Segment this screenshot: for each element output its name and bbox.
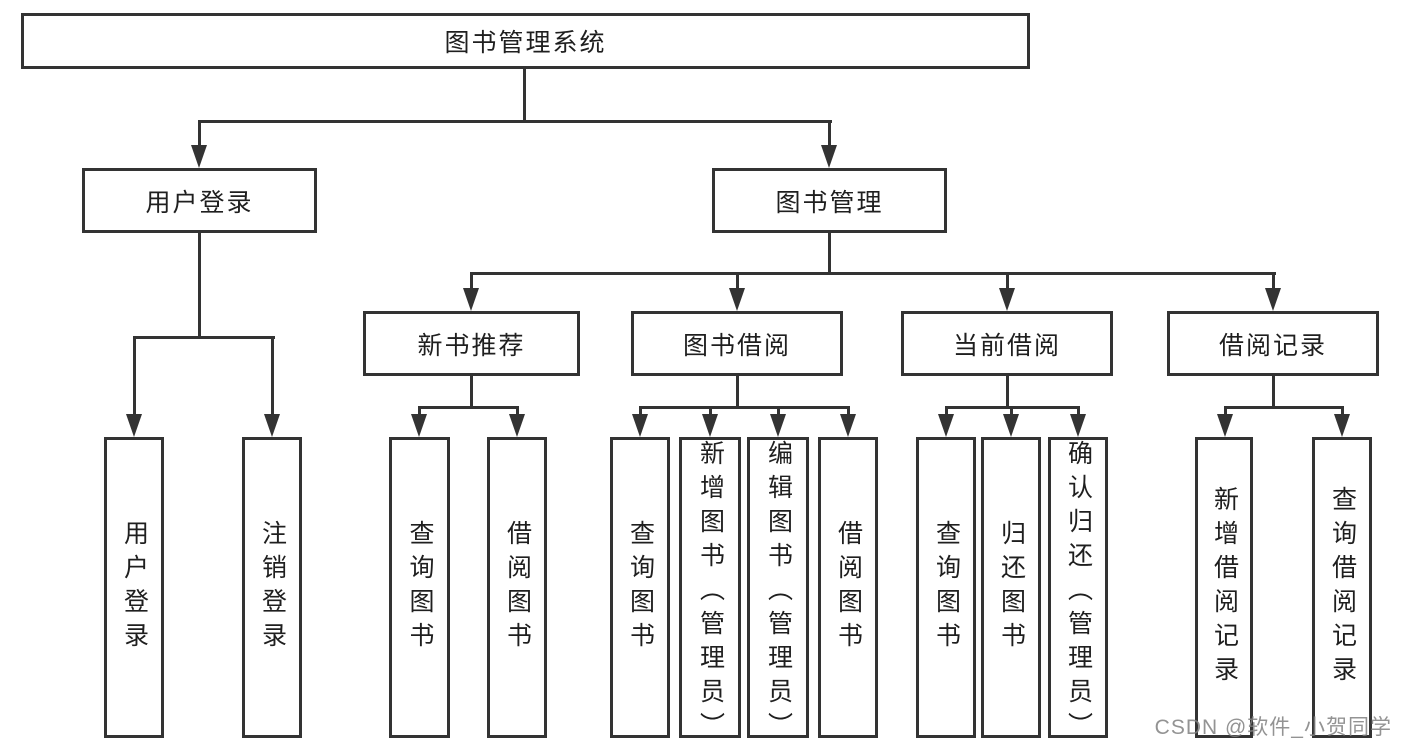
leaf-label: 借阅图书 [503, 519, 532, 656]
leaf-label: 编辑图书（管理员） [764, 440, 793, 746]
connector-stem-new-book [470, 272, 473, 292]
leaf-label: 新增借阅记录 [1210, 485, 1239, 690]
arrow-down-icon [702, 414, 718, 437]
leaf-user-login: 用户登录 [104, 437, 164, 738]
leaf-label: 归还图书 [997, 519, 1026, 656]
leaf-label: 查询图书 [626, 519, 655, 656]
arrow-down-icon [126, 414, 142, 437]
arrow-down-icon [821, 145, 837, 168]
connector-root-stem [523, 68, 526, 123]
arrow-down-icon [264, 414, 280, 437]
leaf-query-book-recommend: 查询图书 [389, 437, 450, 738]
leaf-label: 注销登录 [258, 519, 287, 656]
arrow-down-icon [632, 414, 648, 437]
leaf-label: 查询借阅记录 [1328, 485, 1357, 690]
arrow-down-icon [938, 414, 954, 437]
leaf-label: 借阅图书 [834, 519, 863, 656]
connector-branch-new-book [418, 406, 519, 409]
arrow-down-icon [840, 414, 856, 437]
connector-borrow-record-stem [1272, 376, 1275, 409]
connector-book-mgmt-stem [828, 233, 831, 274]
connector-stem-book-borrow [736, 272, 739, 292]
arrow-down-icon [463, 288, 479, 311]
arrow-down-icon [1003, 414, 1019, 437]
arrow-down-icon [411, 414, 427, 437]
connector-branch-borrow-record [1224, 406, 1344, 409]
node-current-borrowing: 当前借阅 [901, 311, 1113, 376]
connector-branch-book-borrow [639, 406, 850, 409]
node-user-login: 用户登录 [82, 168, 317, 233]
connector-leaf-stem [777, 406, 780, 420]
node-borrowing-records: 借阅记录 [1167, 311, 1379, 376]
leaf-query-book-borrowing: 查询图书 [610, 437, 670, 738]
node-book-borrowing: 图书借阅 [631, 311, 843, 376]
node-new-book-recommend: 新书推荐 [363, 311, 580, 376]
leaf-confirm-return-admin: 确认归还（管理员） [1048, 437, 1108, 746]
connector-stem-logout-leaf [271, 336, 274, 418]
connector-current-borrow-stem [1006, 376, 1009, 409]
leaf-query-book-current: 查询图书 [916, 437, 976, 738]
arrow-down-icon [509, 414, 525, 437]
connector-new-book-stem [470, 376, 473, 409]
connector-branch-user-login [133, 336, 275, 339]
csdn-watermark: CSDN @软件_小贺同学 [1154, 716, 1392, 739]
leaf-label: 查询图书 [932, 519, 961, 656]
connector-stem-user-login [198, 120, 201, 148]
connector-branch-level2 [470, 272, 1276, 275]
connector-user-login-stem [198, 232, 201, 339]
leaf-label: 确认归还（管理员） [1064, 440, 1093, 746]
leaf-add-book-admin: 新增图书（管理员） [679, 437, 741, 746]
connector-leaf-stem [847, 406, 850, 420]
leaf-query-borrow-record: 查询借阅记录 [1312, 437, 1372, 738]
connector-stem-book-mgmt [828, 120, 831, 148]
connector-leaf-stem [709, 406, 712, 420]
leaf-label: 用户登录 [120, 519, 149, 656]
connector-book-borrow-stem [736, 376, 739, 409]
arrow-down-icon [191, 145, 207, 168]
leaf-borrow-book-borrowing: 借阅图书 [818, 437, 878, 738]
arrow-down-icon [770, 414, 786, 437]
leaf-logout: 注销登录 [242, 437, 302, 738]
connector-stem-current-borrow [1006, 272, 1009, 292]
leaf-borrow-book-recommend: 借阅图书 [487, 437, 547, 738]
connector-leaf-stem [1010, 406, 1013, 420]
leaf-edit-book-admin: 编辑图书（管理员） [747, 437, 809, 746]
connector-branch-level1 [198, 120, 832, 123]
node-root-system: 图书管理系统 [21, 13, 1030, 69]
leaf-label: 新增图书（管理员） [696, 440, 725, 746]
connector-leaf-stem [516, 406, 519, 420]
node-book-management: 图书管理 [712, 168, 947, 233]
arrow-down-icon [1265, 288, 1281, 311]
connector-leaf-stem [1224, 406, 1227, 420]
leaf-add-borrow-record: 新增借阅记录 [1195, 437, 1253, 738]
connector-leaf-stem [639, 406, 642, 420]
connector-stem-borrow-record [1272, 272, 1275, 292]
leaf-label: 查询图书 [406, 519, 434, 656]
arrow-down-icon [999, 288, 1015, 311]
connector-leaf-stem [945, 406, 948, 420]
leaf-return-book: 归还图书 [981, 437, 1041, 738]
arrow-down-icon [1217, 414, 1233, 437]
connector-leaf-stem [1077, 406, 1080, 420]
connector-stem-login-leaf [133, 336, 136, 418]
arrow-down-icon [729, 288, 745, 311]
arrow-down-icon [1070, 414, 1086, 437]
arrow-down-icon [1334, 414, 1350, 437]
connector-leaf-stem [418, 406, 421, 420]
connector-leaf-stem [1341, 406, 1344, 420]
